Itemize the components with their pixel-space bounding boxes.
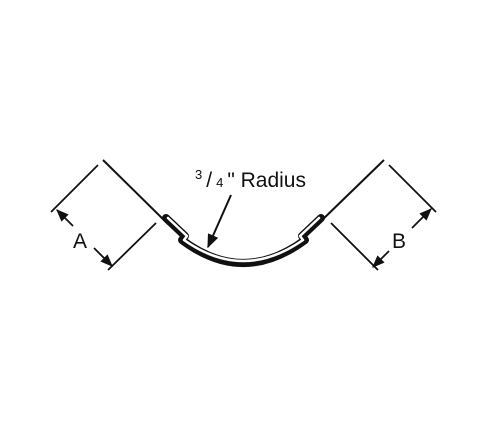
radius-leader-line — [207, 194, 232, 249]
radius-fraction-slash: / — [206, 169, 212, 192]
dim-a-extension-top — [50, 164, 99, 213]
dim-b-extension-bottom — [330, 222, 379, 271]
radius-fraction-numerator: 3 — [195, 167, 202, 182]
dim-b-arrow-lower — [372, 250, 390, 268]
radius-fraction-denominator: 4 — [216, 175, 223, 190]
dim-b-label: B — [392, 230, 406, 253]
radius-label: 3 / 4 " Radius — [195, 166, 306, 192]
dim-a-extension-bottom — [107, 222, 157, 271]
dim-a-arrow-upper — [56, 209, 74, 227]
bead-profile-outer — [162, 214, 325, 267]
dim-a-label: A — [73, 230, 87, 253]
bead-profile-inner — [166, 216, 321, 263]
dim-a-arrow-lower — [93, 247, 113, 267]
radius-label-text: " Radius — [227, 169, 306, 192]
left-wall-line — [102, 159, 169, 225]
dim-b-arrow-upper — [411, 208, 432, 229]
dim-b-extension-top — [388, 164, 437, 213]
right-wall-line — [317, 159, 385, 225]
